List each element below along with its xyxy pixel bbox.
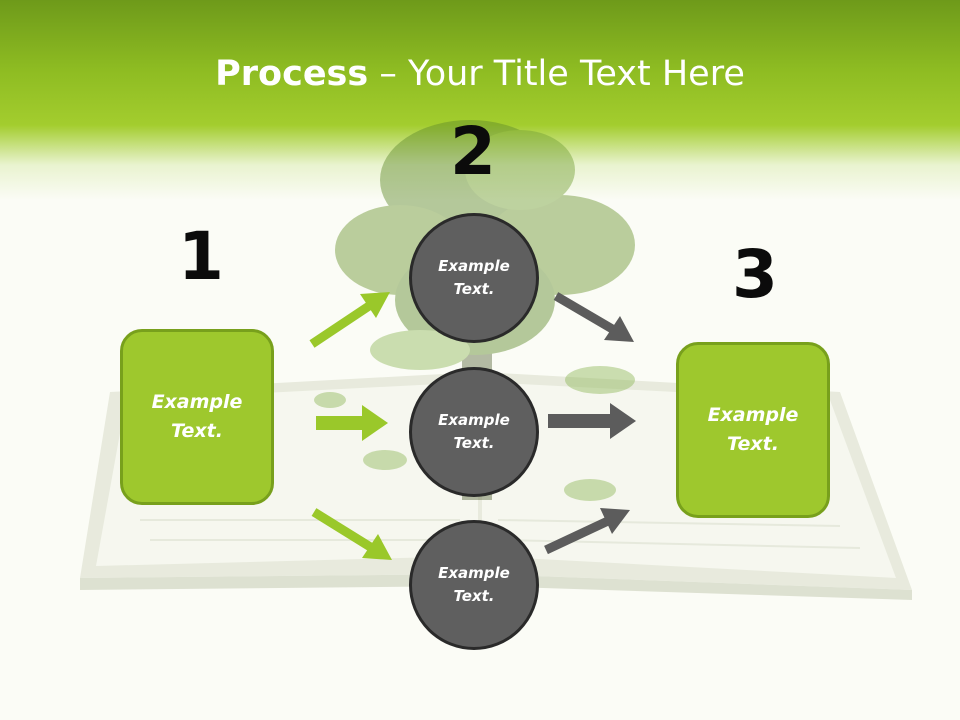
step-number-1: 1 bbox=[178, 218, 224, 295]
slide-title-bold: Process bbox=[215, 54, 369, 94]
circle-top-text: Example Text. bbox=[438, 257, 510, 298]
step-number-3: 3 bbox=[732, 236, 778, 313]
left-step-text: Example Text. bbox=[151, 391, 243, 442]
arrow-green-up bbox=[309, 292, 390, 348]
slide-title-rest: – Your Title Text Here bbox=[368, 54, 745, 94]
slide-title: Process – Your Title Text Here bbox=[0, 52, 960, 96]
arrow-gray-down bbox=[553, 292, 634, 342]
circle-middle: Example Text. bbox=[409, 367, 539, 497]
arrow-gray-up bbox=[544, 508, 630, 555]
circle-top: Example Text. bbox=[409, 213, 539, 343]
arrow-green-down bbox=[311, 508, 392, 560]
step-number-2: 2 bbox=[450, 113, 496, 190]
right-step-text: Example Text. bbox=[707, 404, 799, 455]
circle-middle-text: Example Text. bbox=[438, 411, 510, 452]
arrow-green-right bbox=[316, 405, 388, 441]
left-step-box: Example Text. bbox=[120, 329, 274, 505]
title-banner bbox=[0, 0, 960, 200]
circle-bottom-text: Example Text. bbox=[438, 564, 510, 605]
circle-bottom: Example Text. bbox=[409, 520, 539, 650]
right-step-box: Example Text. bbox=[676, 342, 830, 518]
arrow-gray-right bbox=[548, 403, 636, 439]
